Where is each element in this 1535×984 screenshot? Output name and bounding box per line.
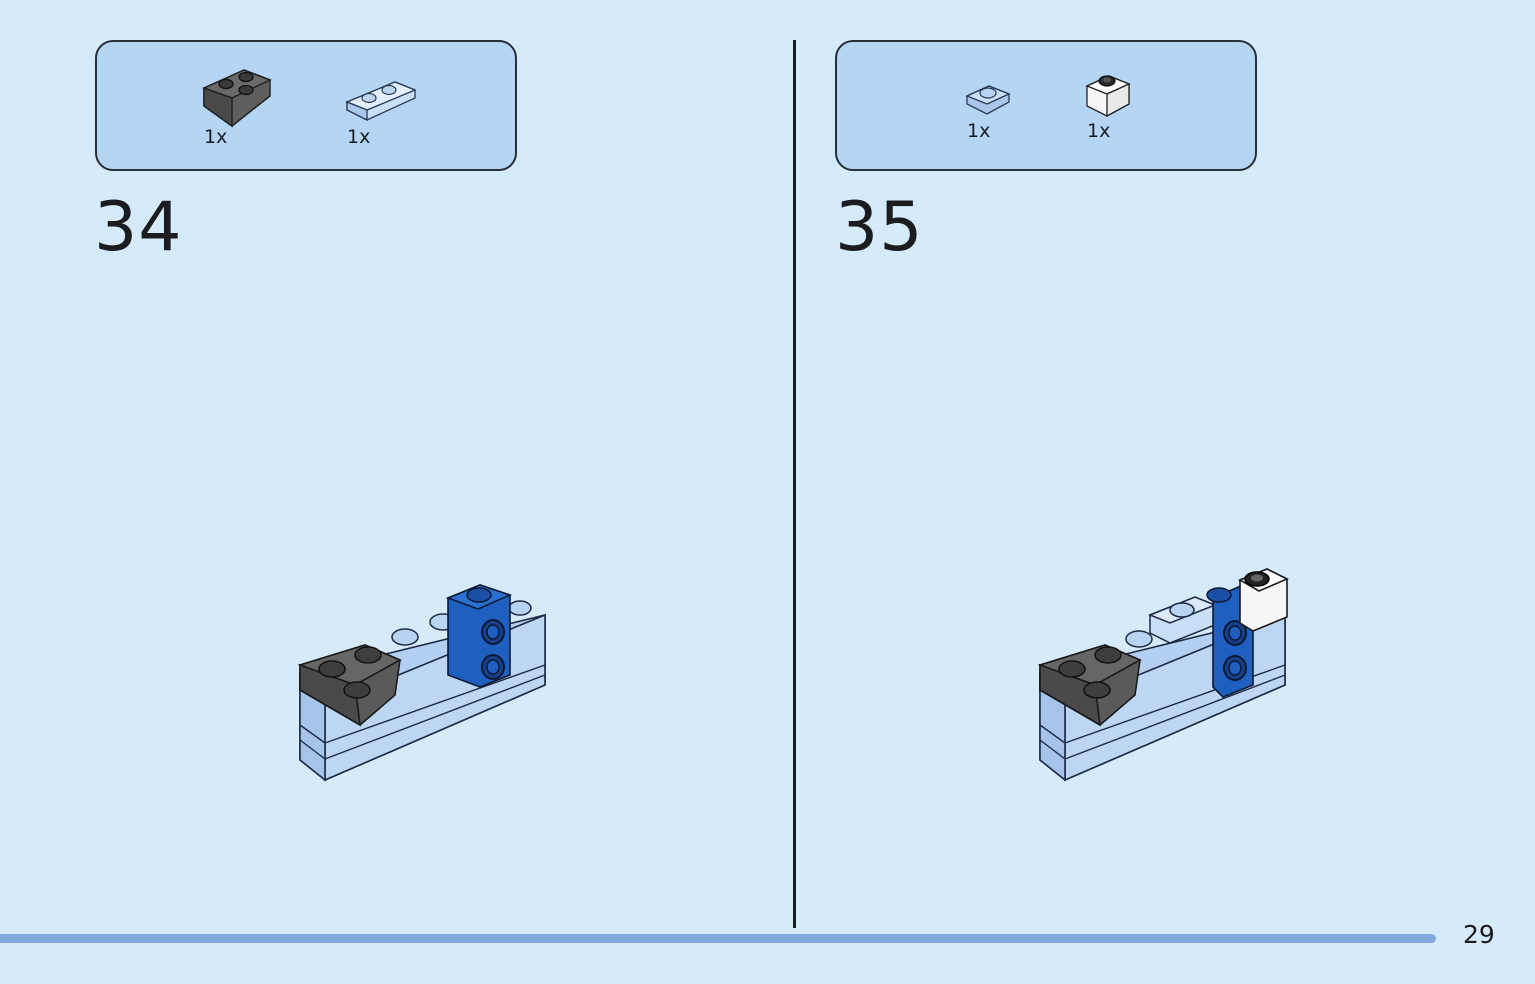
model-step-35 xyxy=(1035,565,1300,790)
progress-bar xyxy=(0,934,1436,943)
part-quantity: 1x xyxy=(1087,120,1111,142)
page-divider xyxy=(793,40,796,928)
step-number: 35 xyxy=(835,188,924,267)
step-number: 34 xyxy=(94,188,183,267)
part-quantity: 1x xyxy=(347,126,371,148)
parts-callout-step-35: 1x 1x xyxy=(835,40,1257,171)
parts-callout-step-34: 1x 1x xyxy=(95,40,517,171)
dark-gray-wedge-plate-icon xyxy=(202,66,272,128)
part-quantity: 1x xyxy=(967,120,991,142)
part-quantity: 1x xyxy=(204,126,228,148)
white-brick-1x1-icon xyxy=(1085,72,1131,120)
light-blue-plate-1x1-icon xyxy=(965,82,1011,118)
light-blue-plate-1x2-icon xyxy=(345,78,417,126)
page-number: 29 xyxy=(1463,920,1495,949)
model-step-34 xyxy=(295,575,560,790)
